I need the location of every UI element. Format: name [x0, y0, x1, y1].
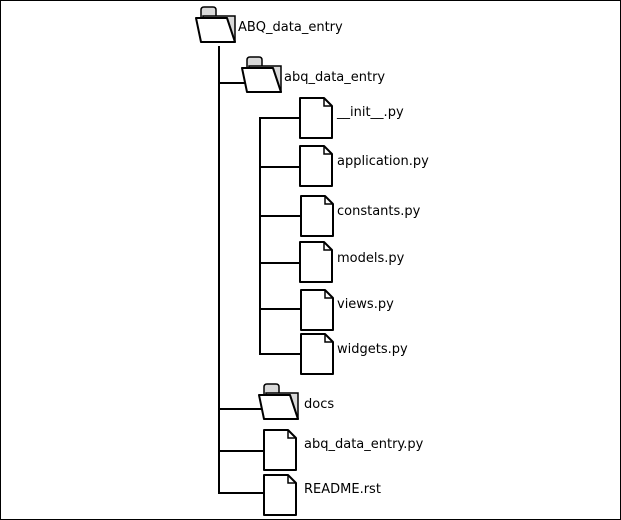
- models-file-icon: [299, 241, 333, 283]
- abq-data-entry-py-file-icon: [263, 429, 297, 471]
- widgets-file-icon: [300, 333, 334, 375]
- file-label-init: __init__.py: [337, 105, 404, 120]
- constants-file-icon: [300, 195, 334, 237]
- readme-file-icon: [263, 474, 297, 516]
- docs-folder-label: docs: [304, 397, 335, 412]
- application-file-icon: [299, 145, 333, 187]
- file-label-readme: README.rst: [304, 482, 381, 497]
- package-folder-label: abq_data_entry: [284, 70, 386, 85]
- file-label-constants: constants.py: [337, 204, 421, 219]
- init-file-icon: [299, 97, 333, 139]
- docs-folder-icon: [258, 383, 299, 420]
- root-folder-label: ABQ_data_entry: [238, 20, 343, 35]
- package-folder-icon: [241, 56, 282, 93]
- file-label-widgets: widgets.py: [337, 342, 408, 357]
- root-folder-icon: [195, 6, 236, 43]
- file-label-views: views.py: [337, 297, 394, 312]
- views-file-icon: [300, 289, 334, 331]
- tree-icons: [195, 6, 334, 516]
- file-label-abq-data-entry-py: abq_data_entry.py: [304, 437, 424, 452]
- tree-connectors: [218, 46, 302, 494]
- file-label-application: application.py: [337, 154, 429, 169]
- file-label-models: models.py: [337, 251, 405, 266]
